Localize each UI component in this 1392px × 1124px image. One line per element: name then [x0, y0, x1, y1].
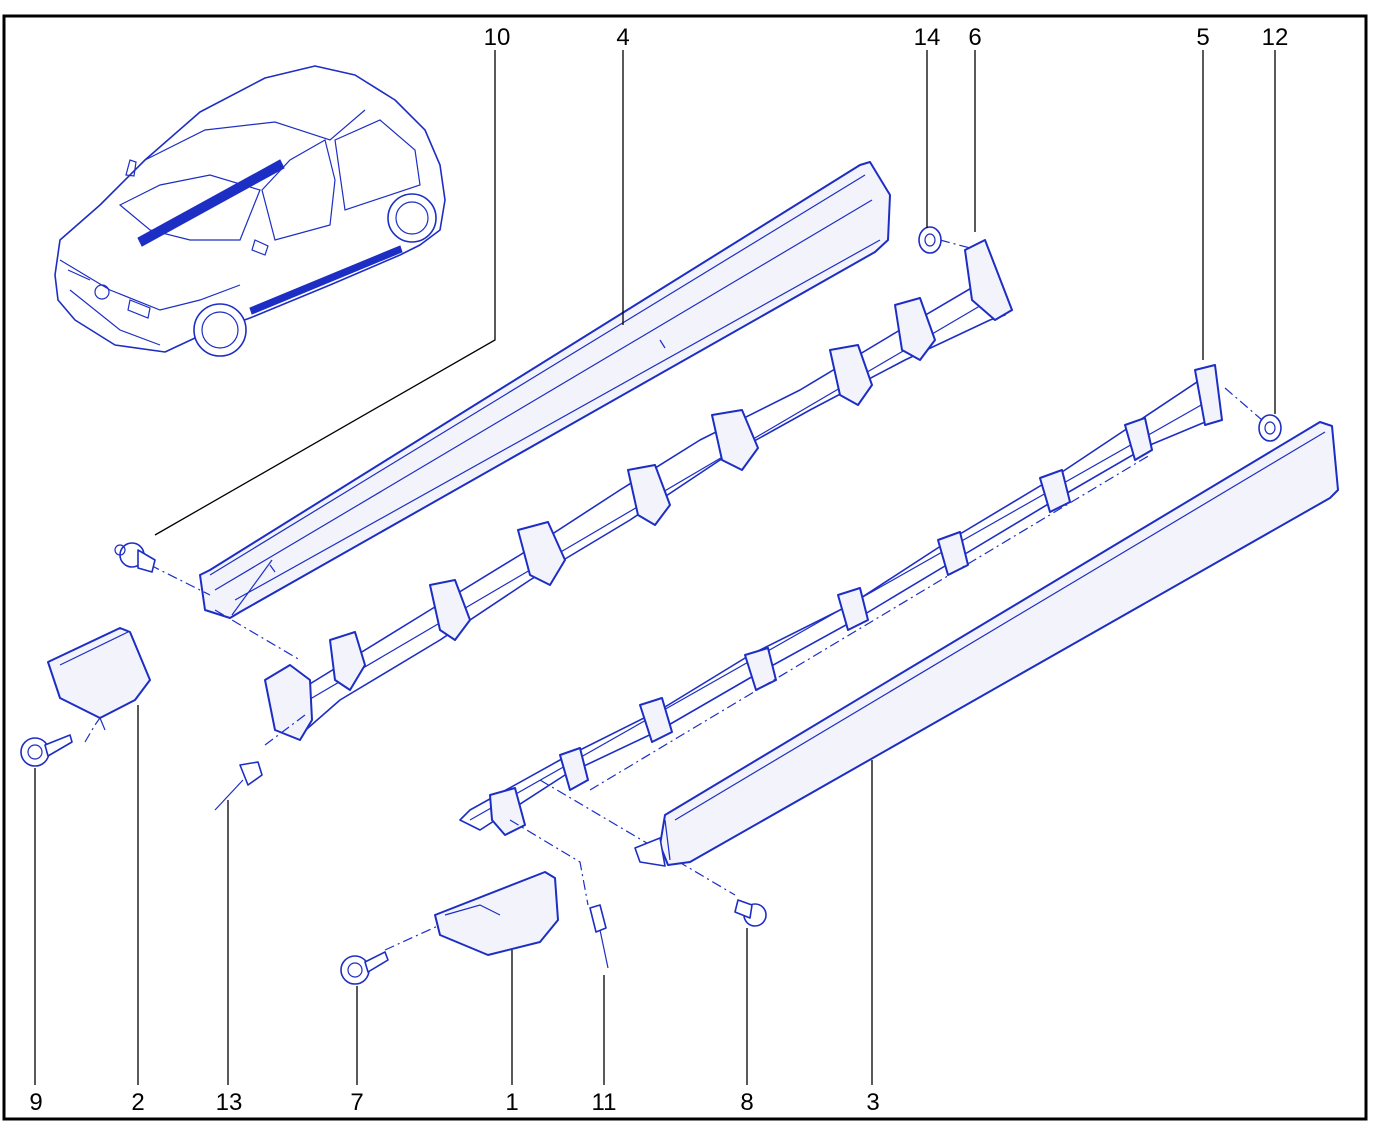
callout-4: 4 [616, 24, 629, 51]
sill-cover-right-icon [634, 421, 1339, 867]
callout-10: 10 [484, 24, 511, 51]
callout-3: 3 [866, 1089, 879, 1116]
screw-icon [340, 951, 389, 985]
end-cap-front-icon [434, 871, 559, 956]
callout-2: 2 [131, 1089, 144, 1116]
rivet-icon [214, 761, 263, 811]
callout-6: 6 [968, 24, 981, 51]
callout-9: 9 [29, 1089, 42, 1116]
callouts-top: 10 4 14 6 5 12 [484, 24, 1289, 51]
callout-14: 14 [914, 24, 941, 51]
end-cap-rear-icon [47, 627, 151, 731]
clip-icon [114, 542, 156, 573]
callout-1: 1 [505, 1089, 518, 1116]
sill-cover-left-icon [199, 161, 891, 619]
nut-clip-icon [1258, 414, 1282, 442]
callout-13: 13 [216, 1089, 243, 1116]
nut-clip-icon [918, 226, 942, 254]
callout-5: 5 [1196, 24, 1209, 51]
callout-12: 12 [1262, 24, 1289, 51]
screw-icon [20, 734, 73, 767]
support-rail-left-icon [264, 239, 1013, 741]
callout-7: 7 [350, 1089, 363, 1116]
car-thumbnail-icon [54, 65, 446, 357]
support-rail-right-icon [459, 364, 1223, 836]
callout-11: 11 [592, 1089, 617, 1116]
rivet-icon [589, 904, 609, 969]
callouts-bottom: 9 2 13 7 1 11 8 3 [29, 1089, 879, 1116]
leader-lines [34, 50, 1276, 1085]
alignment-lines [84, 239, 1263, 951]
callout-8: 8 [740, 1089, 753, 1116]
clip-icon [734, 899, 767, 927]
